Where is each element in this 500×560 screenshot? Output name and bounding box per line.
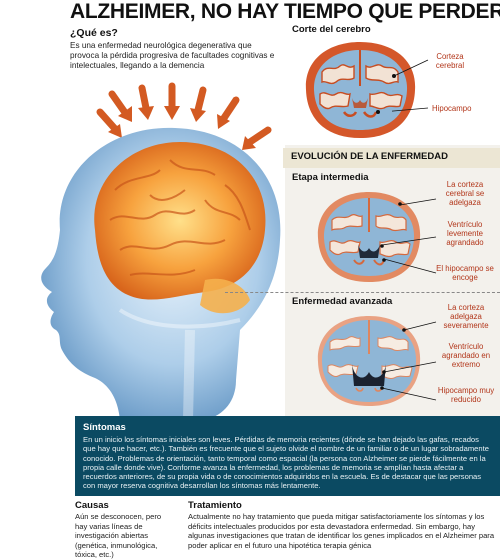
- pressure-arrows: [96, 82, 272, 150]
- skull-base: [118, 308, 241, 329]
- avanzada-corteza-label: La corteza adelgaza severamente: [443, 303, 489, 330]
- brain-folds: [109, 159, 251, 276]
- intro-heading: ¿Qué es?: [70, 27, 118, 39]
- corte-leader-lines: [392, 59, 429, 112]
- arrow-5: [220, 96, 240, 122]
- arrow-6: [246, 126, 272, 146]
- tratamiento-text: Actualmente no hay tratamiento que pueda…: [188, 512, 495, 550]
- avanzada-ventriculo-label: Ventrículo agrandado en extremo: [441, 342, 491, 369]
- head-illustration: [41, 82, 281, 420]
- tratamiento-section: Tratamiento Actualmente no hay tratamien…: [188, 500, 500, 550]
- arrow-5-tip: [217, 114, 230, 129]
- evolution-band: [283, 148, 500, 168]
- brain-glow: [94, 142, 266, 300]
- cortex-folds: [319, 64, 403, 110]
- cerebellum: [200, 278, 250, 314]
- causas-text: Aún se desconocen, pero hay varias línea…: [75, 512, 162, 560]
- sintomas-box: Síntomas En un inicio los síntomas inici…: [75, 416, 500, 496]
- ventricle: [352, 98, 368, 108]
- intro-section: ¿Qué es? Es una enfermedad neurológica d…: [70, 27, 282, 71]
- ventricle: [358, 244, 380, 258]
- avanzada-leader-lines: [381, 321, 437, 401]
- brain-section-normal: [305, 42, 416, 138]
- arrow-6-tip: [242, 136, 256, 150]
- avanzada-hipocampo-label: Hipocampo muy reducido: [437, 386, 495, 404]
- hipocampo-pointer: [376, 110, 380, 114]
- sintomas-heading: Síntomas: [83, 422, 126, 433]
- stage-divider: [225, 292, 500, 293]
- intermedia-corteza-label: La corteza cerebral se adelgaza: [445, 180, 485, 207]
- intro-text: Es una enfermedad neurológica degenerati…: [70, 41, 275, 70]
- avanzada-heading: Enfermedad avanzada: [292, 296, 393, 307]
- arrow-1: [108, 90, 130, 118]
- sintomas-text: En un inicio los síntomas iniciales son …: [83, 435, 489, 491]
- intermedia-ventriculo-label: Ventrículo levemente agrandado: [446, 220, 484, 247]
- intermedia-hipocampo-label: El hipocampo se encoge: [436, 264, 494, 282]
- corte-corteza-label: Corteza cerebral: [435, 52, 465, 70]
- cortex-folds: [329, 213, 411, 258]
- intermedia-heading: Etapa intermedia: [292, 172, 369, 183]
- evolution-heading: EVOLUCIÓN DE LA ENFERMEDAD: [291, 151, 448, 162]
- causas-heading: Causas: [75, 500, 109, 511]
- corte-hipocampo-label: Hipocampo: [432, 104, 472, 113]
- arrow-1-tip: [118, 106, 132, 122]
- arrow-2: [138, 84, 150, 112]
- arrow-7: [96, 108, 120, 134]
- brain-section-intermedia: [317, 192, 421, 282]
- brain-section-avanzada: [317, 316, 421, 406]
- tratamiento-heading: Tratamiento: [188, 500, 242, 511]
- arrow-4: [194, 86, 207, 114]
- intermedia-leader-lines: [381, 198, 437, 274]
- page-title: ALZHEIMER, NO HAY TIEMPO QUE PERDER: [70, 0, 500, 23]
- arrow-4-tip: [190, 108, 206, 122]
- arrow-7-tip: [108, 124, 122, 138]
- arrow-3-tip: [164, 106, 180, 120]
- ventricle: [352, 364, 386, 386]
- spine: [183, 329, 195, 420]
- causas-section: Causas Aún se desconocen, pero hay varia…: [75, 500, 175, 560]
- corte-heading: Corte del cerebro: [292, 24, 371, 35]
- hippocampus: [342, 111, 378, 118]
- arrow-2-tip: [138, 106, 154, 120]
